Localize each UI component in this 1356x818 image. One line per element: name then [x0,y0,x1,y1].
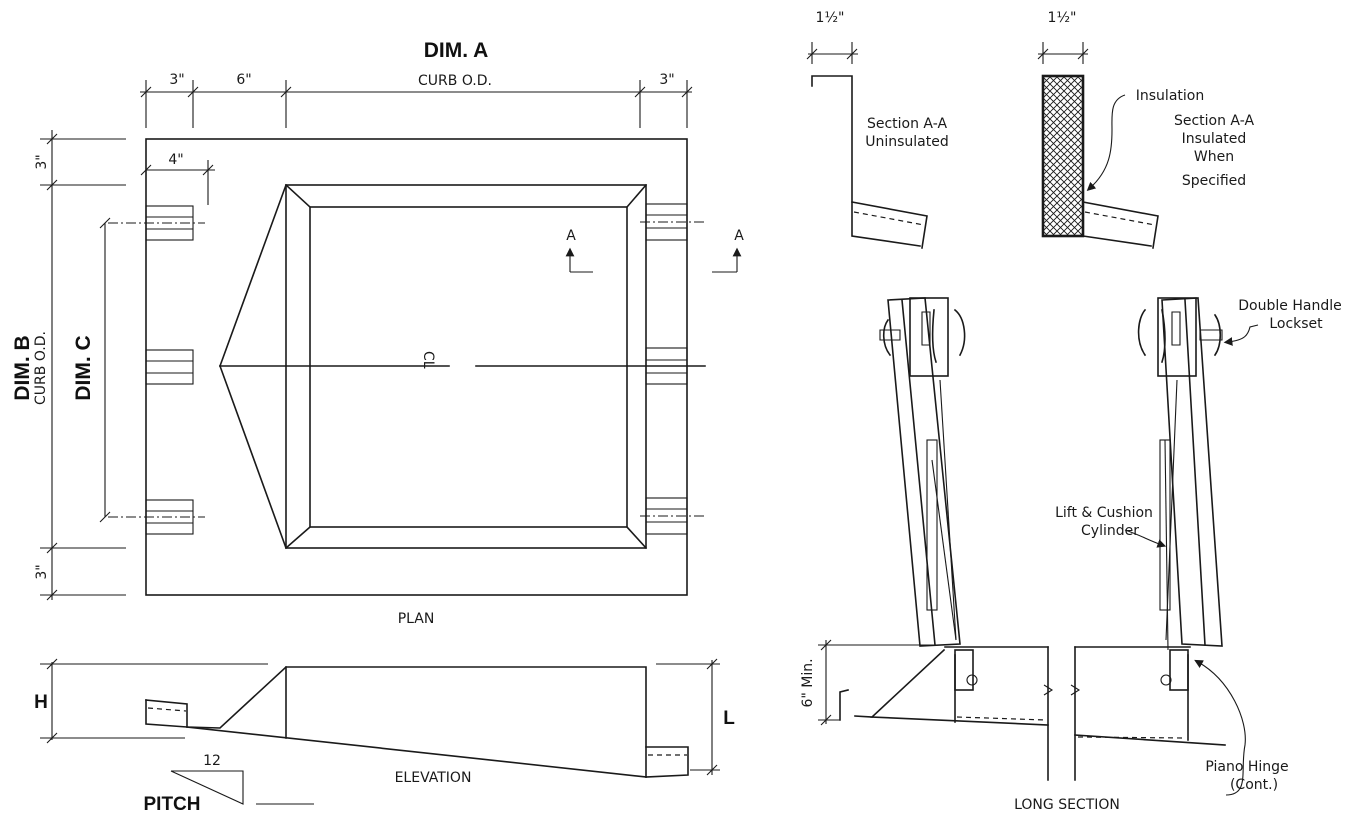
min-height-label: 6" Min. [800,658,816,707]
hinge-line1: Piano Hinge [1205,759,1288,775]
dim-3-bottom-vert-label: 3" [34,564,50,579]
section-dim-right: 1½" [1048,10,1077,26]
cover-frame: CL [218,183,706,550]
dim-3-left-label: 3" [169,72,184,88]
curb-od-side-label: CURB O.D. [33,331,49,405]
section-mark-a-right: A [734,228,744,244]
centerline-symbol: CL [420,351,436,369]
elevation-title: ELEVATION [395,770,472,786]
left-hinges [108,205,205,535]
uninsulated-line1: Section A-A [867,116,947,132]
dim-3-right-label: 3" [659,72,674,88]
section-insulated: 1½" Insulation Section A-A Insulated Whe… [1037,10,1254,249]
insulation-hatch [1041,74,1085,238]
section-uninsulated: 1½" Section A-A Uninsulated [806,10,949,249]
dim-6-label: 6" [236,72,251,88]
plan-view: DIM. A CURB O.D. 3" 6" 3" CL [11,39,744,627]
right-hinges [640,203,706,535]
long-section-title: LONG SECTION [1014,797,1120,813]
insulated-line1: Section A-A [1174,113,1254,129]
section-dim-left: 1½" [816,10,845,26]
lockset-line2: Lockset [1269,316,1323,332]
dim-b-label: DIM. B [11,335,34,400]
insulation-label: Insulation [1136,88,1204,104]
hinge-leader [1194,659,1246,796]
insulated-line2: Insulated [1182,131,1247,147]
elevation-h-label: H [34,692,48,713]
lockset-line1: Double Handle [1238,298,1341,314]
curb-section [839,646,1226,781]
dim-3-top-vert-label: 3" [34,154,50,169]
elevation-view: H L 12 PITCH ELEVATION [34,658,735,815]
cylinder-line1: Lift & Cushion [1055,505,1153,521]
uninsulated-line2: Uninsulated [865,134,949,150]
left-cover [879,297,966,647]
hinge-line2: (Cont.) [1230,777,1278,793]
section-mark-a-left: A [566,228,576,244]
dim-a-label: DIM. A [424,39,489,62]
pitch-label: PITCH [144,794,201,815]
pitch-rise-label: 12 [203,753,221,769]
elevation-l-label: L [723,708,735,729]
left-dimensions: 4" 3" 3" DIM. B CURB O.D. DIM. C [11,130,215,601]
cylinder-line2: Cylinder [1081,523,1139,539]
right-cover [1137,297,1223,651]
insulated-line3: When [1194,149,1234,165]
insulated-line4: Specified [1182,173,1246,189]
top-dimension: DIM. A CURB O.D. 3" 6" 3" [140,39,693,128]
dim-4-label: 4" [168,152,183,168]
dim-c-label: DIM. C [72,335,95,400]
long-section-view: 6" Min. Double Handle Lockset Lift & Cus… [800,297,1342,813]
cylinder-leader [1124,529,1167,548]
section-marks: A A [565,228,744,273]
plan-title: PLAN [398,611,435,627]
lockset-leader [1223,324,1259,346]
curb-od-label: CURB O.D. [418,73,492,89]
